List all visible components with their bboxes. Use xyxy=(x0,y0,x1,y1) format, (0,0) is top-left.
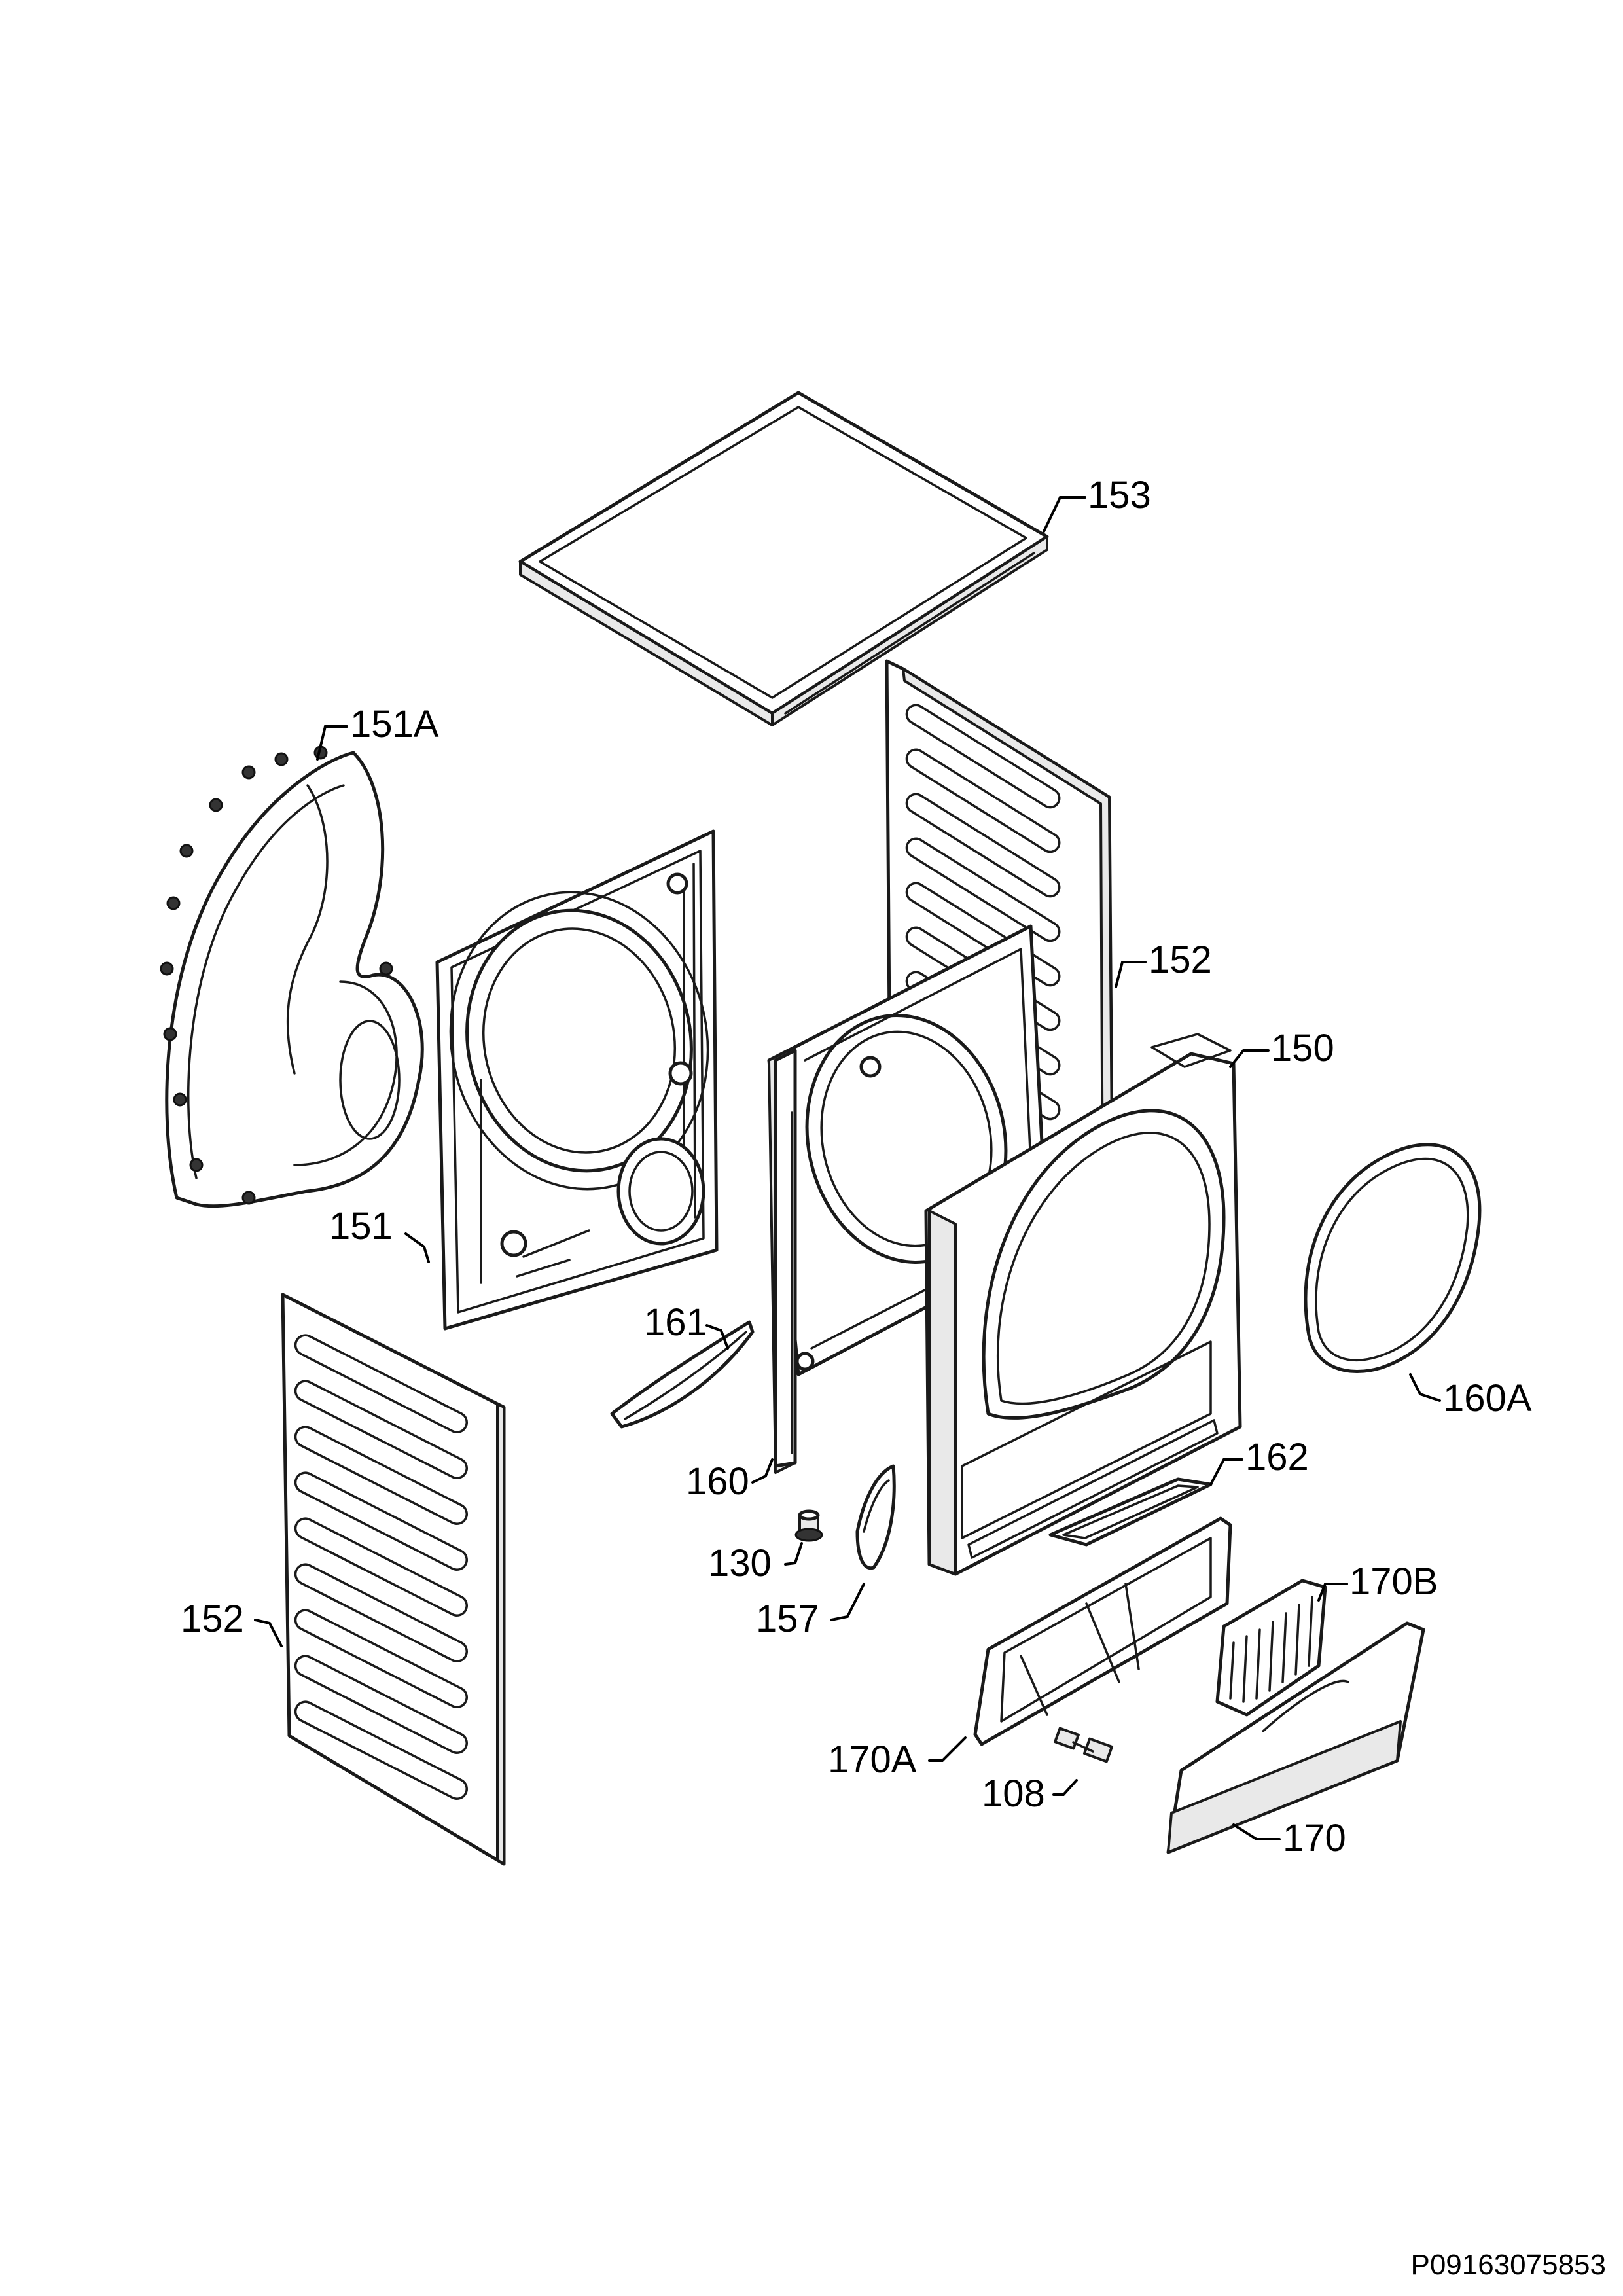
part-161-trim-piece xyxy=(610,1320,755,1429)
document-code: P09163075853 xyxy=(1410,2249,1606,2281)
callout-170a: 170A xyxy=(828,1738,917,1781)
callout-160: 160 xyxy=(686,1460,749,1503)
part-157-hinge-cover xyxy=(855,1464,896,1570)
callout-170: 170 xyxy=(1283,1817,1346,1859)
callout-170b: 170B xyxy=(1349,1560,1438,1603)
callout-152-right: 152 xyxy=(1149,939,1212,981)
part-150-front-panel xyxy=(924,1033,1242,1576)
callout-152-left: 152 xyxy=(181,1598,244,1640)
callout-157: 157 xyxy=(756,1598,819,1640)
part-170b-grille xyxy=(1215,1579,1327,1717)
callout-151: 151 xyxy=(329,1205,393,1247)
part-151-rear-wall xyxy=(435,829,719,1331)
callout-162: 162 xyxy=(1245,1436,1309,1479)
part-152-left-side-panel xyxy=(281,1293,506,1866)
leader-lines xyxy=(254,496,1441,1840)
part-153-top-cover xyxy=(518,391,1049,726)
callout-161: 161 xyxy=(644,1301,707,1344)
callout-151a: 151A xyxy=(350,703,439,745)
part-160a-door-seal xyxy=(1304,1143,1482,1374)
callout-130: 130 xyxy=(708,1542,772,1585)
part-170a-plinth-frame xyxy=(973,1516,1232,1746)
part-151a-air-duct xyxy=(160,745,424,1208)
callout-160a: 160A xyxy=(1443,1377,1532,1420)
callout-153: 153 xyxy=(1088,474,1151,516)
callout-150: 150 xyxy=(1271,1027,1334,1069)
part-170-plinth xyxy=(1166,1621,1425,1854)
part-108-microswitch xyxy=(1054,1727,1114,1763)
callout-108: 108 xyxy=(982,1772,1045,1815)
part-130-adjustable-foot xyxy=(794,1509,823,1542)
